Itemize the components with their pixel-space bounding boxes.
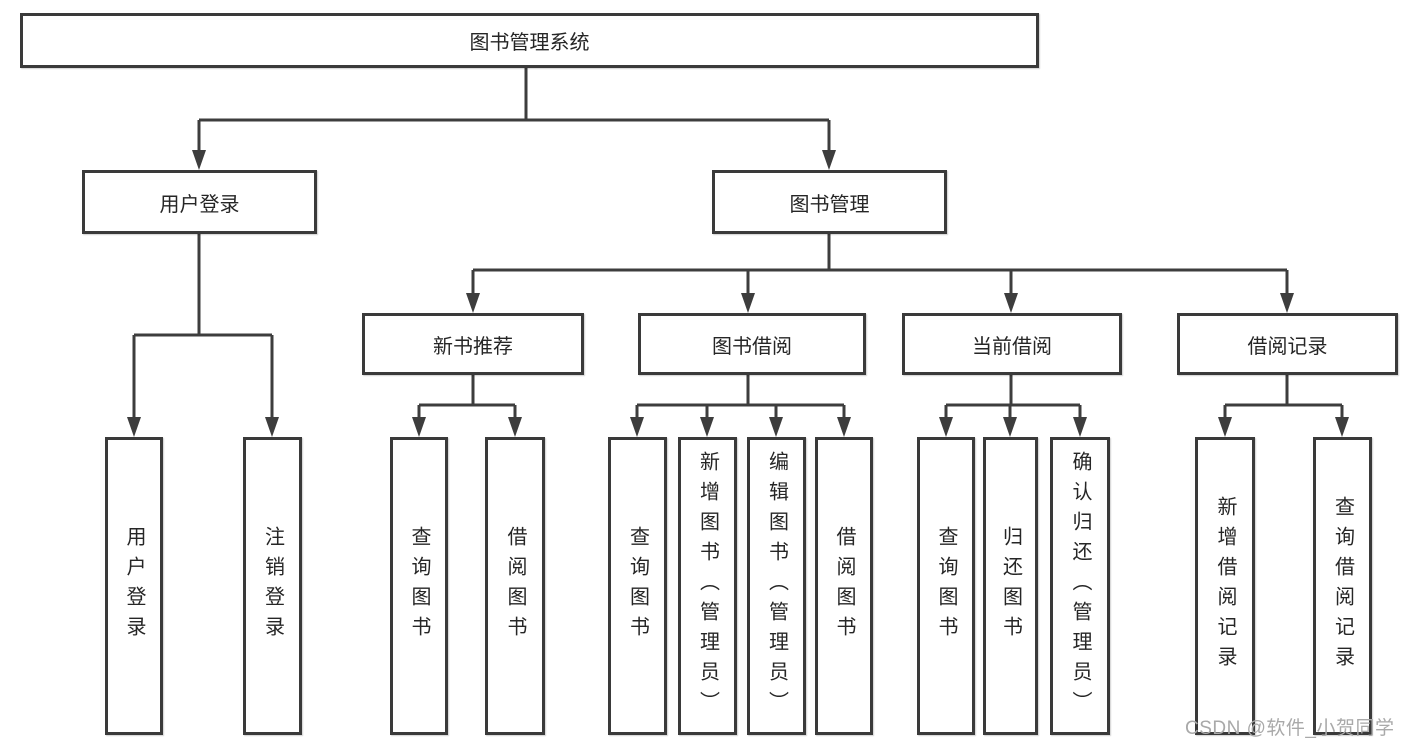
node-borrowing-records: 借阅记录 (1177, 313, 1398, 375)
node-confirm-return-admin: 确认归还（管理员） (1050, 437, 1110, 735)
node-add-borrow-record: 新增借阅记录 (1195, 437, 1255, 735)
node-library-management-system: 图书管理系统 (20, 13, 1039, 68)
arrow-heads (127, 150, 1349, 437)
node-query-books-current: 查询图书 (917, 437, 975, 735)
node-query-books-recommend: 查询图书 (390, 437, 448, 735)
node-return-books: 归还图书 (983, 437, 1038, 735)
node-user-login-action: 用户登录 (105, 437, 163, 735)
csdn-watermark: CSDN @软件_小贺同学 (1185, 718, 1395, 739)
node-new-book-recommendation: 新书推荐 (362, 313, 584, 375)
node-edit-book-admin: 编辑图书（管理员） (747, 437, 806, 735)
node-borrow-books-borrowing: 借阅图书 (815, 437, 873, 735)
node-logout: 注销登录 (243, 437, 302, 735)
node-borrow-books-recommend: 借阅图书 (485, 437, 545, 735)
node-current-borrowing: 当前借阅 (902, 313, 1122, 375)
node-user-login: 用户登录 (82, 170, 317, 234)
node-add-book-admin: 新增图书（管理员） (678, 437, 737, 735)
node-query-borrow-record: 查询借阅记录 (1313, 437, 1372, 735)
node-query-books-borrowing: 查询图书 (608, 437, 667, 735)
node-book-management: 图书管理 (712, 170, 947, 234)
node-book-borrowing: 图书借阅 (638, 313, 866, 375)
connector-lines (132, 68, 1344, 418)
